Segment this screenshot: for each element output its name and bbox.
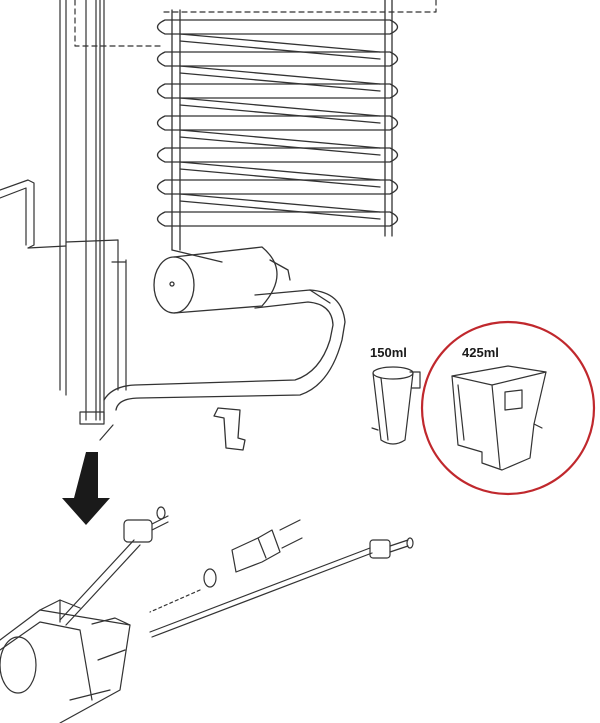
- callout-line: [99, 424, 114, 441]
- container-425ml: [451, 365, 547, 471]
- container-150ml: [371, 366, 421, 445]
- highlight-circle: [420, 320, 596, 496]
- cabinet-side-panel: [59, 0, 127, 425]
- burner-assembly: [0, 506, 414, 723]
- return-pipe: [103, 289, 346, 451]
- condenser-coil: [156, 0, 399, 263]
- arrow-down-icon: [62, 452, 110, 525]
- dashed-outline: [74, 0, 437, 47]
- label-425ml: 425ml: [462, 345, 499, 360]
- filter-drier: [153, 246, 291, 314]
- bracket: [0, 179, 67, 249]
- label-150ml: 150ml: [370, 345, 407, 360]
